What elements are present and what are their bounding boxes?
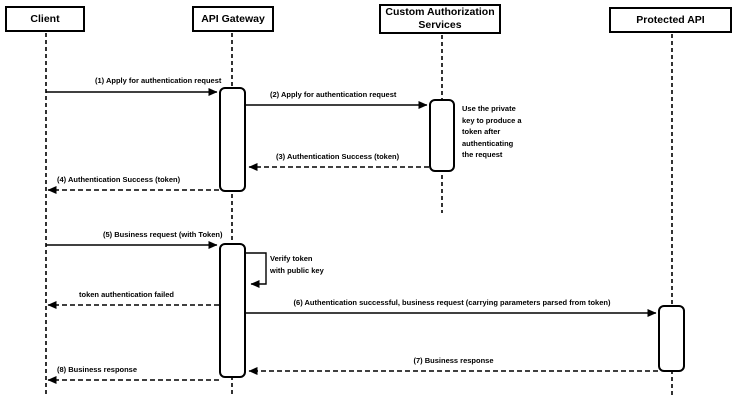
message-label-token-failed: token authentication failed [79,290,175,299]
message-label-3: (3) Authentication Success (token) [276,152,400,161]
activation-api-gateway-1 [219,87,246,192]
participant-custom-authorization: Custom Authorization Services [379,4,501,34]
message-label-5: (5) Business request (with Token) [103,230,223,239]
participant-api-gateway-label: API Gateway [201,12,265,25]
message-label-8: (8) Business response [57,365,138,374]
message-label-2: (2) Apply for authentication request [270,90,397,99]
participant-protected-api-label: Protected API [636,13,705,26]
message-label-4: (4) Authentication Success (token) [57,175,181,184]
message-label-6: (6) Authentication successful, business … [293,298,611,307]
arrow-self-message [246,252,267,288]
message-label-1: (1) Apply for authentication request [95,76,222,85]
activation-protected-api [658,305,685,372]
note-private-key: Use the private key to produce a token a… [462,104,522,159]
participant-client: Client [5,6,85,32]
participant-client-label: Client [30,12,60,25]
participant-api-gateway: API Gateway [192,6,274,32]
activation-custom-authorization [429,99,455,172]
participant-custom-authorization-label: Custom Authorization Services [385,6,495,31]
message-label-7: (7) Business response [413,356,494,365]
self-message-label: Verify token with public key [270,254,324,275]
participant-protected-api: Protected API [609,7,732,33]
activation-api-gateway-2 [219,243,246,378]
